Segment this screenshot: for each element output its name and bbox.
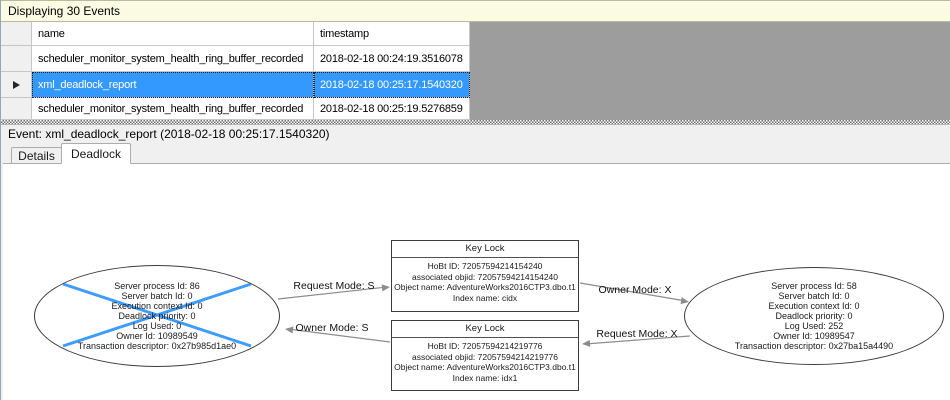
current-row-arrow-icon bbox=[12, 80, 20, 89]
node-text: Owner Id: 10989549 bbox=[116, 331, 198, 341]
events-grid[interactable]: name timestamp scheduler_monitor_system_… bbox=[1, 22, 950, 120]
process-node: Server process Id: 58 Server batch Id: 0… bbox=[684, 267, 944, 365]
node-text: Execution context Id: 0 bbox=[111, 301, 203, 311]
tab-deadlock[interactable]: Deadlock bbox=[61, 143, 131, 164]
selected-event-summary: Event: xml_deadlock_report (2018-02-18 0… bbox=[1, 125, 950, 143]
table-row[interactable]: scheduler_monitor_system_health_ring_buf… bbox=[1, 98, 470, 120]
row-selector[interactable] bbox=[1, 98, 32, 120]
row-selector-current[interactable] bbox=[1, 72, 32, 98]
detail-tabstrip: Details Deadlock bbox=[1, 143, 950, 164]
column-header-timestamp[interactable]: timestamp bbox=[314, 22, 470, 46]
cell-event-timestamp[interactable]: 2018-02-18 00:25:19.5276859 bbox=[314, 98, 470, 120]
edge-label-owner-s: Owner Mode: S bbox=[295, 322, 369, 334]
lock-text: associated objid: 72057594214154240 bbox=[411, 271, 559, 282]
edge-label-request-x: Request Mode: X bbox=[596, 328, 678, 340]
lock-title: Key Lock bbox=[392, 321, 578, 338]
row-selector[interactable] bbox=[1, 46, 32, 72]
events-count-header: Displaying 30 Events bbox=[1, 0, 950, 22]
lock-text: associated objid: 72057594214219776 bbox=[411, 351, 559, 362]
node-text: Execution context Id: 0 bbox=[768, 301, 860, 311]
column-header-name[interactable]: name bbox=[32, 22, 314, 46]
grid-detail-splitter[interactable] bbox=[1, 120, 950, 125]
node-text: Server batch Id: 0 bbox=[778, 291, 850, 301]
cell-event-name[interactable]: xml_deadlock_report bbox=[32, 72, 314, 98]
tab-details[interactable]: Details bbox=[11, 147, 62, 164]
node-text: Owner Id: 10989547 bbox=[773, 331, 855, 341]
grid-corner-cell bbox=[1, 22, 32, 46]
cell-event-timestamp[interactable]: 2018-02-18 00:24:19.3516078 bbox=[314, 46, 470, 72]
table-row-selected[interactable]: xml_deadlock_report 2018-02-18 00:25:17.… bbox=[1, 72, 470, 98]
node-text: Deadlock priority: 0 bbox=[118, 311, 196, 321]
node-text: Deadlock priority: 0 bbox=[775, 311, 853, 321]
lock-text: Object name: AdventureWorks2016CTP3.dbo.… bbox=[394, 282, 576, 292]
edge-label-owner-x: Owner Mode: X bbox=[598, 284, 672, 296]
node-text: Log Used: 0 bbox=[132, 321, 182, 331]
process-node-victim: Server process Id: 86 Server batch Id: 0… bbox=[34, 265, 280, 367]
resource-node-keylock-top: Key Lock HoBt ID: 72057594214154240 asso… bbox=[391, 240, 579, 312]
table-row[interactable]: scheduler_monitor_system_health_ring_buf… bbox=[1, 46, 470, 72]
node-text: Server process Id: 86 bbox=[114, 281, 200, 291]
edge-label-request-s: Request Mode: S bbox=[293, 280, 375, 292]
node-text: Transaction descriptor: 0x27ba15a4490 bbox=[734, 341, 894, 351]
lock-title: Key Lock bbox=[392, 241, 578, 258]
node-text: Log Used: 252 bbox=[784, 321, 844, 331]
lock-text: HoBt ID: 72057594214219776 bbox=[427, 341, 543, 351]
lock-text: Index name: idx1 bbox=[452, 372, 518, 383]
cell-event-name[interactable]: scheduler_monitor_system_health_ring_buf… bbox=[32, 46, 314, 72]
cell-event-timestamp[interactable]: 2018-02-18 00:25:17.1540320 bbox=[314, 72, 470, 98]
lock-text: Object name: AdventureWorks2016CTP3.dbo.… bbox=[394, 362, 576, 372]
resource-node-keylock-bottom: Key Lock HoBt ID: 72057594214219776 asso… bbox=[391, 320, 579, 391]
lock-text: HoBt ID: 72057594214154240 bbox=[427, 261, 543, 271]
node-text: Server batch Id: 0 bbox=[121, 291, 193, 301]
lock-text: Index name: cidx bbox=[452, 292, 518, 303]
cell-event-name[interactable]: scheduler_monitor_system_health_ring_buf… bbox=[32, 98, 314, 120]
node-text: Server process Id: 58 bbox=[771, 281, 857, 291]
node-text: Transaction descriptor: 0x27b985d1ae0 bbox=[77, 341, 237, 351]
